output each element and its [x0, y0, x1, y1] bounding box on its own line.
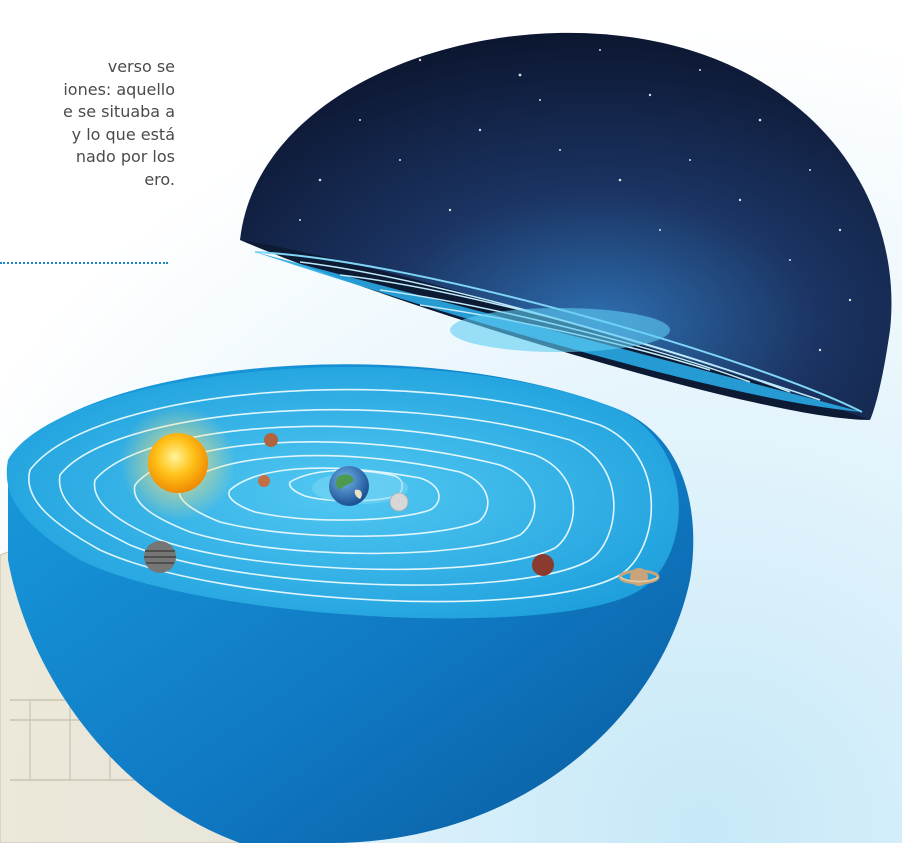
dotted-divider	[0, 262, 168, 264]
jupiter	[144, 541, 176, 573]
caption-line: iones: aquello	[63, 79, 175, 99]
caption-line: ero.	[144, 169, 175, 189]
caption-line: nado por los	[75, 147, 175, 167]
caption-line: e se situaba a	[62, 102, 175, 122]
saturn	[618, 568, 660, 586]
starry-dome	[240, 32, 892, 421]
moon	[389, 492, 409, 512]
sun	[120, 405, 236, 521]
mars	[532, 554, 554, 576]
caption-line: verso se	[107, 57, 175, 76]
mercury	[264, 433, 278, 447]
caption-text: verso se iones: aquello e se situaba a y…	[0, 56, 175, 192]
venus	[258, 475, 270, 487]
caption-line: y lo que está	[71, 124, 175, 144]
earth	[329, 466, 369, 506]
